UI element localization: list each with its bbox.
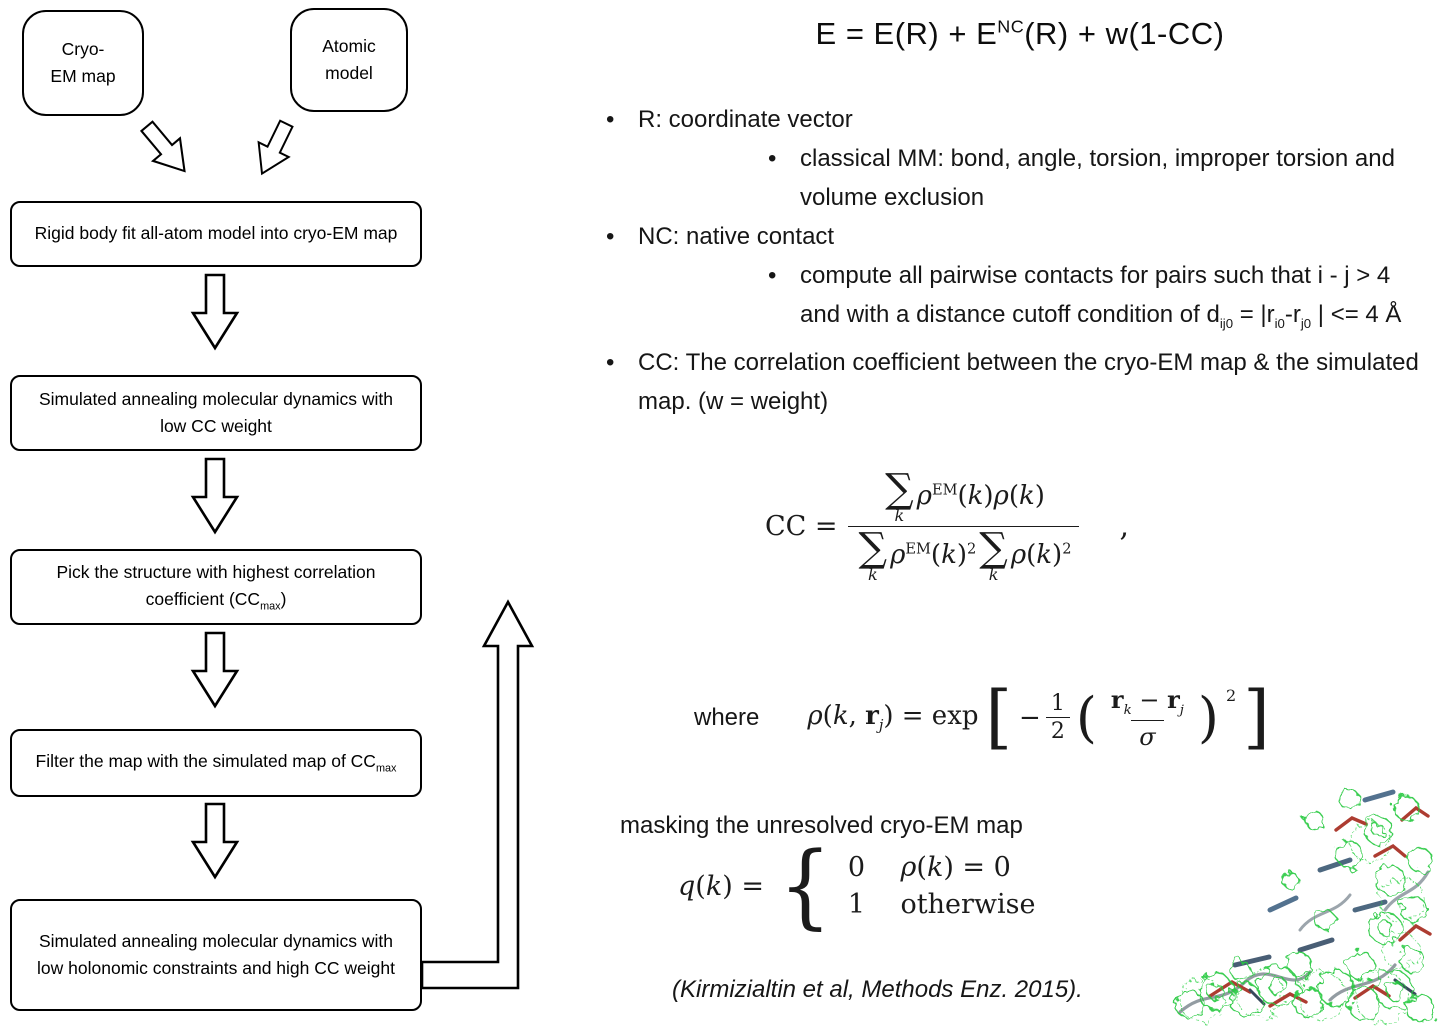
bullet-dot-icon: •: [606, 106, 615, 133]
bullet-item: • CC: The correlation coefficient betwee…: [606, 343, 1442, 421]
flow-node-sa-high-cc-label: Simulated annealing molecular dynamics w…: [37, 930, 395, 978]
bullet-dot-icon: •: [606, 223, 615, 250]
rho-equation-lhs: ρ(k, rj) = exp: [807, 701, 979, 735]
bullet-text: classical MM: bond, angle, torsion, impr…: [800, 145, 1395, 211]
bullet-text: R: coordinate vector: [638, 106, 853, 133]
bullet-item: • R: coordinate vector: [606, 100, 1442, 139]
citation-text: (Kirmizialtin et al, Methods Enz. 2015).: [672, 976, 1083, 1003]
flow-node-sa-low-cc-label: Simulated annealing molecular dynamics w…: [38, 388, 394, 436]
masking-label: masking the unresolved cryo-EM map: [620, 812, 1023, 839]
bullet-item: • compute all pairwise contacts for pair…: [768, 256, 1430, 343]
mask-equation-lhs: q(k) =: [678, 870, 764, 902]
flow-node-sa-low-cc: Simulated annealing molecular dynamics w…: [10, 375, 422, 451]
rho-equation-row: where ρ(k, rj) = exp [ − 1 2 ( rk − rj σ…: [694, 678, 1272, 758]
mask-equation: q(k) = { 0 ρ(k) = 0 1 otherwise: [678, 832, 1036, 939]
mask-case-2: 1 otherwise: [847, 889, 1036, 920]
distance-over-sigma-fraction: rk − rj σ: [1110, 685, 1184, 751]
flow-node-filter-map-label: Filter the map with the simulated map of…: [35, 751, 397, 775]
molecule-density-image: [1175, 789, 1435, 1025]
flow-node-pick-structure-label: Pick the structure with highest correlat…: [56, 561, 376, 613]
feedback-loop-arrow-icon: [420, 599, 535, 990]
bullet-dot-icon: •: [606, 348, 615, 376]
arrow-down-3-icon: [190, 631, 240, 709]
flow-node-rigid-body-fit-label: Rigid body fit all-atom model into cryo-…: [34, 223, 398, 244]
where-label: where: [694, 704, 760, 731]
rho-kernel-equation: ρ(k, rj) = exp [ − 1 2 ( rk − rj σ ) 2 ]: [807, 677, 1270, 758]
arrow-down-4-icon: [190, 802, 240, 880]
bullet-list: • R: coordinate vector • classical MM: b…: [598, 100, 1442, 421]
arrow-down-2-icon: [190, 457, 240, 535]
bullet-dot-icon: •: [768, 262, 777, 289]
flow-node-cryo-em-map-label: Cryo-EM map: [50, 38, 116, 86]
cc-equation-lhs: CC =: [765, 511, 838, 542]
cc-equation-comma: ,: [1119, 509, 1130, 544]
flow-node-sa-high-cc: Simulated annealing molecular dynamics w…: [10, 899, 422, 1011]
exponent-2: 2: [1226, 686, 1237, 706]
bullet-item: • NC: native contact: [606, 217, 1442, 256]
energy-equation: E = E(R) + ENC(R) + w(1-CC): [815, 16, 1225, 51]
bullet-item: • classical MM: bond, angle, torsion, im…: [768, 139, 1430, 217]
bullet-dot-icon: •: [768, 145, 777, 172]
arrow-model-to-fit-icon: [257, 119, 294, 176]
flow-node-cryo-em-map: Cryo-EM map: [22, 10, 144, 116]
arrow-down-1-icon: [190, 273, 240, 351]
minus-sign: −: [1019, 702, 1041, 733]
bullet-text: NC: native contact: [638, 223, 835, 250]
flow-node-filter-map: Filter the map with the simulated map of…: [10, 729, 422, 797]
bullet-text: CC: The correlation coefficient between …: [638, 348, 1419, 415]
flow-node-rigid-body-fit: Rigid body fit all-atom model into cryo-…: [10, 201, 422, 267]
flow-node-pick-structure: Pick the structure with highest correlat…: [10, 549, 422, 625]
arrow-cryo-to-fit-icon: [139, 120, 186, 173]
one-half-fraction: 1 2: [1045, 690, 1070, 745]
bullet-text: compute all pairwise contacts for pairs …: [800, 262, 1402, 331]
mask-case-1: 0 ρ(k) = 0: [847, 852, 1011, 883]
mask-equation-cases: 0 ρ(k) = 0 1 otherwise: [847, 852, 1036, 920]
